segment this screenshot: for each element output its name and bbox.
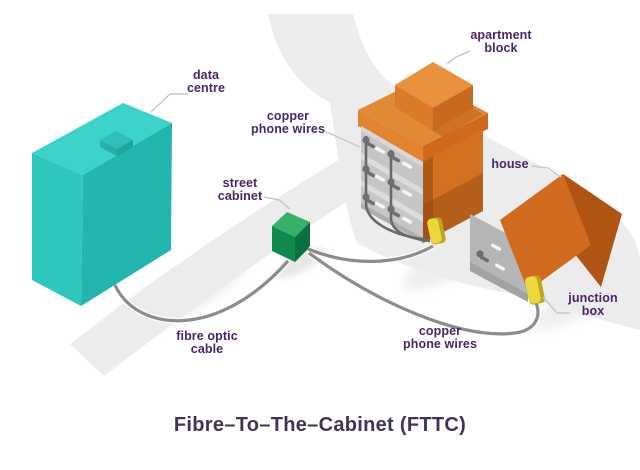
label-copper-phone-wires-top: copper phone wires (250, 109, 326, 136)
house-wall-grey (470, 214, 528, 302)
leader-lines (150, 50, 570, 314)
cables (112, 243, 541, 337)
house-roof-bright (500, 174, 591, 291)
phone-icons-col1 (362, 136, 376, 206)
apartment-building (358, 62, 488, 243)
leader-apartment (446, 50, 471, 65)
penthouse-shadow (433, 108, 483, 137)
label-house: house (491, 157, 529, 171)
leader-street-cabinet (263, 196, 291, 210)
phone-icons-col2 (387, 150, 401, 218)
data-centre-left-face (32, 153, 83, 306)
house-building (470, 174, 622, 302)
apartment-roof-fascia-left (358, 110, 423, 162)
penthouse-left (395, 85, 433, 131)
copper-wire-apartment-line (307, 244, 434, 263)
penthouse-top (395, 62, 473, 108)
data-centre-roof-vent (100, 131, 133, 156)
road-straight (70, 152, 388, 376)
house-roof-dark (563, 174, 622, 287)
data-centre-building (32, 103, 172, 306)
leader-junction-box (542, 296, 570, 314)
leader-house (531, 165, 562, 178)
data-centre-right-face (81, 123, 172, 306)
house-wall-base (470, 262, 528, 302)
leader-copper-top (323, 130, 361, 148)
apartment-roof-fascia-right (423, 113, 488, 162)
diagram-title: Fibre–To–The–Cabinet (FTTC) (173, 414, 467, 436)
apartment-slots (374, 146, 413, 224)
junction-box-apartment (427, 217, 446, 245)
fibre-optic-cable-line (113, 259, 290, 323)
apartment-wall-right (423, 129, 483, 243)
penthouse-right (433, 85, 473, 131)
leader-data-centre (150, 93, 188, 113)
label-street-cabinet: street cabinet (217, 176, 263, 203)
street-cabinet-side (295, 222, 310, 262)
street-cabinet-front (272, 226, 295, 262)
street-cabinet-top (272, 212, 310, 237)
interior-wires (364, 136, 431, 243)
street-cabinet-box (272, 212, 310, 262)
label-apartment-block: apartment block (470, 28, 532, 55)
house-phone (476, 250, 490, 263)
label-junction-box: junction box (568, 291, 618, 318)
label-fibre-optic-cable: fibre optic cable (176, 329, 238, 356)
house-slots (490, 243, 506, 271)
label-data-centre: data centre (186, 68, 226, 95)
label-copper-phone-wires-bottom: copper phone wires (402, 324, 478, 351)
junction-box-house (525, 275, 545, 305)
apartment-interior (361, 126, 431, 243)
copper-wire-house-line (308, 251, 540, 336)
